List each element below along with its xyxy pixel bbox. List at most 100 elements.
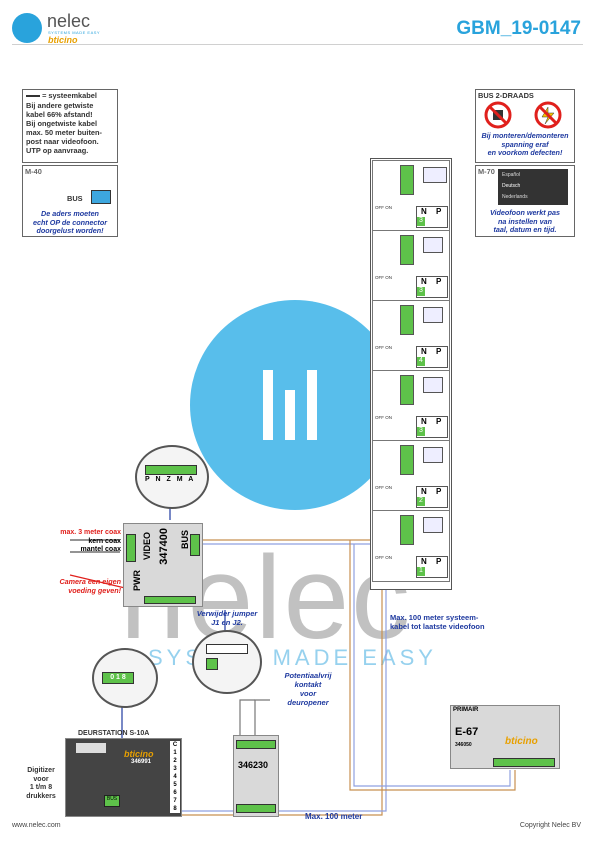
terminal-label: 5 [173,782,177,788]
relay-terminals-bottom [236,804,276,813]
interface-pwr: PWR [132,570,142,591]
terminal-label: 7 [173,798,177,804]
m40-line: doorgelust worden! [36,226,104,235]
handset-icon [423,447,443,463]
interface-bus: BUS [180,530,190,550]
note-cable-box: = systeemkabel Bij andere getwiste kabel… [22,89,118,163]
n-label: N [421,347,427,356]
logo-tagline: SYSTEMS MADE EASY [48,30,101,35]
n-label: N [421,277,427,286]
coax-shield: mantel coax [80,546,121,553]
psu-model: 346050 [455,742,472,748]
psu-label: PRIMAIR [453,707,479,713]
m40-line: De aders moeten [41,209,99,218]
system-cable-note: Max. 100 meter systeem- [390,613,479,622]
terminal-label: 8 [173,806,177,812]
relay-note-line: voor [299,689,317,698]
note-line: post naar videofoon. [26,137,99,146]
power-supply: PRIMAIR E-67 bticino 346050 [450,705,560,769]
p-label: P [436,557,442,566]
doc-number: GBM_19-0147 [456,18,581,39]
terminal-block [400,165,414,195]
connector-icon [91,190,111,204]
video-terminal [126,534,136,562]
p-label: P [436,347,442,356]
menu-item: Español [502,172,521,178]
note-line: Bij andere getwiste [26,101,94,110]
psu-brand: bticino [505,736,538,747]
psu-code: E-67 [455,726,479,738]
offon-label: OFF ON [375,485,392,490]
note-line: kabel 66% afstand! [26,110,93,119]
logo-brand: bticino [48,35,78,45]
no-voltage-icon [534,101,562,129]
m70-code: M-70 [478,167,495,176]
note-m40-box: M-40 BUS De aders moeten echt OP de conn… [22,165,118,237]
logo-name: nelec [47,11,91,31]
interface-model: 347400 [158,528,170,565]
coax-core: kern coax [88,537,121,545]
bus-line: spanning eraf [501,139,549,149]
terminal-block [400,375,414,405]
door-model: 346991 [131,759,152,765]
button-terminals: C 1 2 3 4 5 6 7 8 [170,741,180,813]
monitor-screen-icon [423,167,447,183]
relay-model: 346230 [238,760,269,770]
relay-note-line: Potentiaalvrij [284,671,332,680]
terminal-label: C [172,742,178,748]
m70-line: na instellen van [498,216,552,226]
camera-note-line: Camera een eigen [59,577,121,586]
jumper-strip [206,644,248,654]
bus-line: en voorkom defecten! [487,148,563,157]
header-divider [12,44,583,45]
digitizer-line: 1 t/m 8 [29,784,53,791]
relay-module: 346230 [233,735,279,817]
door-bus-terminal: BUS [104,795,120,807]
digitizer-line: Digitizer [27,767,55,774]
handset-icon [423,307,443,323]
offon-label: OFF ON [375,275,392,280]
nelec-logo-icon [12,13,42,43]
terminal-block [400,445,414,475]
n-label: N [421,417,427,426]
cable-legend-icon [26,95,40,98]
p-label: P [436,207,442,216]
terminal-label: 1 [173,750,177,756]
offon-label: OFF ON [375,205,392,210]
menu-screen: Español Deutsch Nederlands [498,169,568,205]
door-station-title: DEURSTATION S-10A [78,730,150,737]
offon-label: OFF ON [375,345,392,350]
bus-title: BUS 2-DRAADS [478,91,534,100]
footer-left: www.nelec.com [12,822,61,829]
terminal-block [400,515,414,545]
m70-line: taal, datum en tijd. [493,225,557,234]
note-line: max. 50 meter buiten- [26,128,102,137]
p-label: P [436,277,442,286]
coax-max: max. 3 meter coax [60,529,121,536]
terminal-label: 6 [173,790,177,796]
digit-switches: 0 1 8 [102,672,134,684]
n-label: N [421,487,427,496]
interface-video: VIDEO [142,532,152,561]
note-m70-box: M-70 Español Deutsch Nederlands Videofoo… [475,165,575,237]
cable-legend: = systeemkabel [42,91,97,100]
menu-item: Nederlands [502,194,528,200]
n-label: N [421,557,427,566]
digitizer-line: voor [33,775,49,783]
door-station: bticino 346991 BUS C 1 2 3 4 5 6 7 8 [65,738,182,817]
footer-right: Copyright Nelec BV [519,822,581,829]
watermark-mark-icon [263,370,317,440]
terminal-label: 2 [173,758,177,764]
zoom-label: P N Z M A [145,476,196,483]
p-label: P [436,487,442,496]
m70-line: Videofoon werkt pas [489,208,561,217]
m40-line: echt OP de connector [32,217,108,227]
bus-terminal [190,534,200,556]
p-label: P [436,417,442,426]
digitizer-line: drukkers [26,792,56,800]
